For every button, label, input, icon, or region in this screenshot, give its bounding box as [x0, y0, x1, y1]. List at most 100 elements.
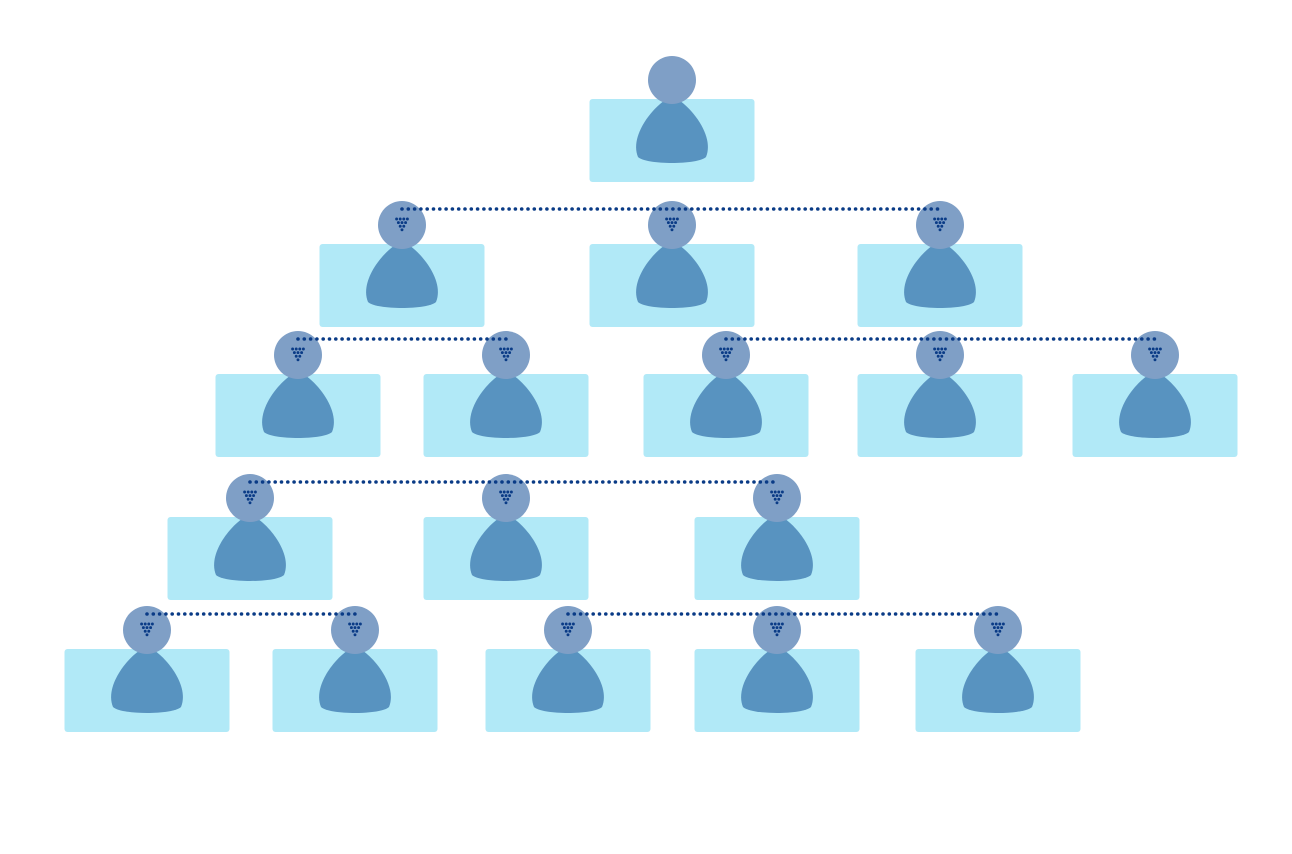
connector-L2-1 — [395, 207, 947, 232]
connector-dot — [509, 347, 513, 351]
person-body — [470, 515, 542, 581]
connector-dot — [147, 622, 151, 626]
connector-dot — [719, 347, 723, 351]
connector-dot — [145, 626, 149, 630]
org-node-L4-2[interactable] — [423, 474, 589, 600]
connector-L5-5 — [140, 612, 362, 637]
org-node-L3-5[interactable] — [1072, 331, 1238, 457]
connector-dot — [1149, 351, 1153, 355]
connector-dot — [570, 626, 574, 630]
org-node-L4-3[interactable] — [694, 474, 860, 600]
connector-dot — [1151, 354, 1155, 358]
connector-dot — [994, 622, 998, 626]
connector-dot — [296, 351, 300, 355]
person-icon — [962, 606, 1034, 713]
connector-dot — [502, 497, 506, 501]
connector-dot — [562, 626, 566, 630]
person-body — [904, 372, 976, 438]
connector-dot-cluster — [933, 347, 947, 362]
connector-dot — [141, 626, 145, 630]
connector-dot — [298, 354, 302, 358]
connector-dot — [149, 626, 153, 630]
connector-dot — [500, 351, 504, 355]
connector-dot — [943, 217, 947, 221]
person-icon — [741, 474, 813, 581]
connector-dot — [400, 228, 404, 232]
connector-dot — [775, 501, 779, 505]
org-node-L3-1[interactable] — [215, 331, 381, 457]
connector-dot — [508, 494, 512, 498]
org-node-L5-4[interactable] — [694, 606, 860, 732]
org-node-L3-3[interactable] — [643, 331, 809, 457]
person-body — [741, 515, 813, 581]
connector-dot — [773, 622, 777, 626]
connector-dot — [509, 490, 513, 494]
connector-dot — [668, 224, 672, 228]
connector-dot-cluster — [933, 217, 947, 232]
connector-dot — [674, 221, 678, 225]
org-node-L5-1[interactable] — [64, 606, 230, 732]
connector-dot — [940, 217, 944, 221]
connector-dot — [670, 228, 674, 232]
person-head — [274, 331, 322, 379]
connector-dot — [1157, 351, 1161, 355]
org-node-L4-1[interactable] — [167, 474, 333, 600]
connector-dot — [506, 497, 510, 501]
connector-dot-cluster — [991, 622, 1005, 637]
person-body — [470, 372, 542, 438]
connector-dot-cluster — [719, 347, 733, 362]
person-icon — [470, 331, 542, 438]
connector-dot — [940, 354, 944, 358]
connector-dot — [355, 629, 359, 633]
person-body — [904, 242, 976, 308]
connector-dot — [301, 347, 305, 351]
connector-dot — [504, 351, 508, 355]
connector-dot — [936, 224, 940, 228]
connector-dot — [934, 351, 938, 355]
connector-dot — [779, 626, 783, 630]
connector-dot — [568, 629, 572, 633]
connector-dot-cluster — [1148, 347, 1162, 362]
connector-dot — [773, 490, 777, 494]
connector-dot — [770, 622, 774, 626]
connector-dot — [253, 490, 257, 494]
connector-dot — [506, 354, 510, 358]
connector-dot — [248, 501, 252, 505]
connector-dot — [775, 494, 779, 498]
connector-dot — [996, 633, 1000, 637]
org-node-L3-2[interactable] — [423, 331, 589, 457]
connector-dot — [398, 224, 402, 228]
connector-dot — [353, 626, 357, 630]
person-body — [366, 242, 438, 308]
connector-dot-cluster — [499, 347, 513, 362]
person-icon — [741, 606, 813, 713]
org-node-L5-3[interactable] — [485, 606, 651, 732]
connector-dot — [564, 622, 568, 626]
person-body — [262, 372, 334, 438]
connector-dot — [294, 347, 298, 351]
person-icon — [319, 606, 391, 713]
connector-dot-cluster — [395, 217, 409, 232]
connector-dot — [402, 224, 406, 228]
connector-dot — [1000, 626, 1004, 630]
org-node-L2-1[interactable] — [319, 201, 485, 327]
org-node-L5-5[interactable] — [915, 606, 1081, 732]
connector-dot-cluster — [499, 490, 513, 505]
connector-dot — [351, 629, 355, 633]
person-head — [648, 201, 696, 249]
person-icon — [690, 331, 762, 438]
org-node-L3-4[interactable] — [857, 331, 1023, 457]
connector-dot — [726, 347, 730, 351]
person-head — [544, 606, 592, 654]
connector-dot — [396, 221, 400, 225]
org-node-L2-2[interactable] — [589, 201, 755, 327]
connector-dot — [777, 490, 781, 494]
connector-L4-4 — [243, 480, 784, 505]
connector-dot — [722, 354, 726, 358]
org-node-L2-3[interactable] — [857, 201, 1023, 327]
org-node-L5-2[interactable] — [272, 606, 438, 732]
org-node-L1-1[interactable] — [589, 56, 755, 182]
connector-dot — [291, 347, 295, 351]
connector-dot — [502, 354, 506, 358]
connector-dot — [405, 217, 409, 221]
